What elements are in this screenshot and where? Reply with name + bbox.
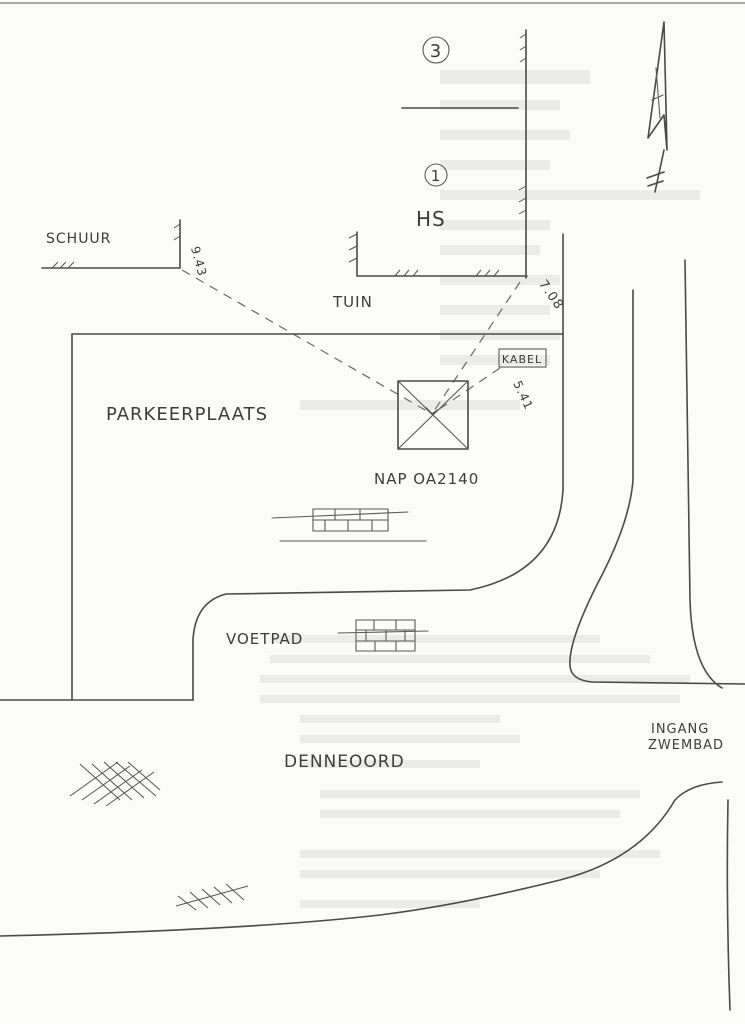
circle-1-label: 1: [431, 167, 442, 185]
circle-3-label: 3: [430, 41, 442, 62]
street-label: DENNEOORD: [284, 752, 405, 772]
footpath-label: VOETPAD: [226, 630, 303, 648]
hatch-feature-street-left: [69, 761, 161, 807]
shed-label: SCHUUR: [46, 231, 111, 247]
cable-marker: KABEL: [498, 348, 547, 368]
hatch-feature-street-bottom: [175, 883, 249, 911]
paving-symbol-parking: [271, 508, 427, 542]
circle-marker-3: 3: [422, 36, 450, 64]
north-arrow-icon: [646, 21, 668, 193]
benchmark-marker: [397, 380, 469, 450]
entrance-label-line1: INGANG: [651, 722, 709, 737]
benchmark-label: NAP OA2140: [374, 470, 479, 488]
shed-outline: [41, 219, 181, 269]
house-outline: [348, 29, 528, 279]
road-edges: [0, 259, 745, 1011]
parking-area-outline: [71, 233, 564, 701]
garden-label: TUIN: [332, 293, 373, 311]
entrance-label-line2: ZWEMBAD: [648, 738, 724, 753]
cable-label: KABEL: [502, 353, 542, 366]
house-label: HS: [416, 207, 446, 231]
paving-symbol-footpath: [337, 619, 429, 652]
circle-marker-1: 1: [424, 163, 448, 187]
parking-label: PARKEERPLAATS: [106, 404, 268, 425]
